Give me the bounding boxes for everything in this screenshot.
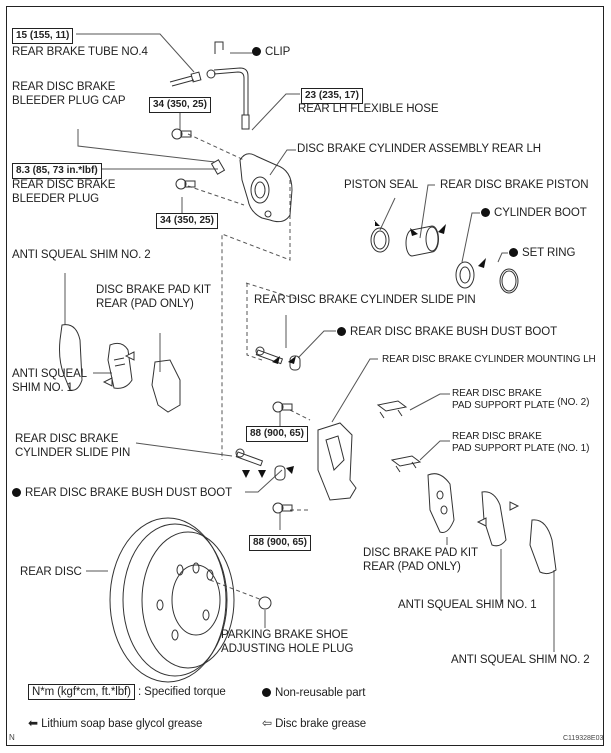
legend-lithium-grease: ⬅ Lithium soap base glycol grease (28, 716, 202, 731)
label-shim2-left: ANTI SQUEAL SHIM NO. 2 (12, 249, 151, 261)
label-pad-kit-right-line2: REAR (PAD ONLY) (363, 561, 461, 573)
label-shim2-right: ANTI SQUEAL SHIM NO. 2 (451, 654, 590, 666)
legend-lithium-grease-text: Lithium soap base glycol grease (41, 718, 203, 730)
piston-parts (370, 225, 519, 294)
label-clip-text: CLIP (265, 46, 291, 58)
torque-flexible-hose: 23 (235, 17) (301, 88, 363, 104)
label-bush-dust-boot-upper-text: REAR DISC BRAKE BUSH DUST BOOT (350, 326, 558, 338)
legend-torque: N*m (kgf*cm, ft.*lbf) : Specified torque (28, 684, 226, 700)
label-bleeder-plug-line2: BLEEDER PLUG (12, 193, 99, 205)
label-clip: CLIP (252, 45, 290, 59)
label-pad-kit-left-line2: REAR (PAD ONLY) (96, 298, 194, 310)
mounting-bracket (317, 422, 357, 501)
label-support-plate1-line1: REAR DISC BRAKE (452, 431, 542, 442)
label-support-plate2-number: (NO. 2) (557, 397, 590, 408)
label-support-plate2-line1: REAR DISC BRAKE (452, 388, 542, 399)
support-plates (376, 400, 422, 473)
label-flexible-hose: REAR LH FLEXIBLE HOSE (298, 103, 439, 115)
label-cylinder-boot: CYLINDER BOOT (481, 206, 587, 220)
legend-torque-unit: N*m (kgf*cm, ft.*lbf) (28, 684, 135, 700)
label-bleeder-plug-cap-line2: BLEEDER PLUG CAP (12, 95, 126, 107)
torque-cylinder-bolt-upper: 34 (350, 25) (149, 97, 211, 113)
label-shim1-right: ANTI SQUEAL SHIM NO. 1 (398, 599, 537, 611)
torque-cylinder-bolt-lower: 34 (350, 25) (156, 213, 218, 229)
label-piston-seal: PISTON SEAL (344, 179, 419, 191)
label-bush-dust-boot-lower: REAR DISC BRAKE BUSH DUST BOOT (12, 486, 232, 500)
label-pad-kit-left-line1: DISC BRAKE PAD KIT (96, 284, 211, 296)
alignment-dashes (187, 133, 311, 601)
non-reusable-dot-icon (337, 327, 346, 336)
brake-tube-and-hose (169, 41, 250, 130)
legend-non-reusable: Non-reusable part (262, 686, 365, 700)
label-set-ring: SET RING (509, 246, 575, 260)
filled-arrow-icon: ⬅ (28, 716, 38, 730)
diagram-frame (6, 6, 604, 746)
caliper-body (239, 153, 293, 223)
outline-arrow-icon: ⇦ (262, 716, 272, 730)
label-cylinder-assembly: DISC BRAKE CYLINDER ASSEMBLY REAR LH (297, 143, 541, 155)
leader-lines (64, 33, 555, 652)
shims-and-pads (59, 324, 557, 575)
label-rear-disc: REAR DISC (20, 566, 82, 578)
label-bush-dust-boot-lower-text: REAR DISC BRAKE BUSH DUST BOOT (25, 487, 233, 499)
label-hole-plug-line1: PARKING BRAKE SHOE (221, 629, 349, 641)
label-support-plate2-line2: PAD SUPPORT PLATE (NO. 2) (452, 397, 590, 412)
figure-code: C119328E03 (563, 735, 604, 742)
label-shim1-left-line2: SHIM NO. 1 (12, 382, 73, 394)
label-bleeder-plug-cap-line1: REAR DISC BRAKE (12, 81, 116, 93)
label-shim1-left-line1: ANTI SQUEAL (12, 368, 87, 380)
torque-brake-tube: 15 (155, 11) (12, 28, 74, 44)
non-reusable-dot-icon (481, 208, 490, 217)
bolts (171, 128, 293, 610)
torque-bleeder-plug: 8.3 (85, 73 in.*lbf) (12, 163, 102, 179)
torque-mounting-bolt-lower: 88 (900, 65) (249, 535, 311, 551)
torque-mounting-bolt-upper: 88 (900, 65) (246, 426, 308, 442)
label-slide-pin-lower-line1: REAR DISC BRAKE (15, 433, 119, 445)
non-reusable-dot-icon (252, 47, 261, 56)
label-support-plate2-text: PAD SUPPORT PLATE (452, 400, 555, 411)
legend-disc-grease-text: Disc brake grease (275, 718, 367, 730)
label-bush-dust-boot-upper: REAR DISC BRAKE BUSH DUST BOOT (337, 325, 557, 339)
orientation-mark: N (9, 733, 15, 742)
label-pad-kit-right-line1: DISC BRAKE PAD KIT (363, 547, 478, 559)
grease-arrows (242, 217, 486, 478)
disc-grease-arrows (102, 351, 520, 527)
label-hole-plug-line2: ADJUSTING HOLE PLUG (221, 643, 354, 655)
slide-pins (235, 346, 301, 481)
label-cylinder-boot-text: CYLINDER BOOT (494, 207, 587, 219)
non-reusable-dot-icon (509, 248, 518, 257)
label-rear-brake-tube: REAR BRAKE TUBE NO.4 (12, 46, 148, 58)
legend-torque-desc: : Specified torque (137, 686, 226, 698)
label-slide-pin-lower-line2: CYLINDER SLIDE PIN (15, 447, 131, 459)
legend-disc-grease: ⇦ Disc brake grease (262, 716, 366, 731)
label-piston: REAR DISC BRAKE PISTON (440, 179, 589, 191)
non-reusable-dot-icon (12, 488, 21, 497)
label-set-ring-text: SET RING (522, 247, 576, 259)
rear-disc-rotor (109, 517, 235, 683)
legend-non-reusable-text: Non-reusable part (275, 687, 366, 699)
label-cylinder-mounting: REAR DISC BRAKE CYLINDER MOUNTING LH (382, 354, 596, 365)
label-bleeder-plug-line1: REAR DISC BRAKE (12, 179, 116, 191)
label-support-plate1-line2: PAD SUPPORT PLATE (NO. 1) (452, 443, 590, 454)
label-slide-pin-upper: REAR DISC BRAKE CYLINDER SLIDE PIN (254, 294, 476, 306)
non-reusable-dot-icon (262, 688, 271, 697)
